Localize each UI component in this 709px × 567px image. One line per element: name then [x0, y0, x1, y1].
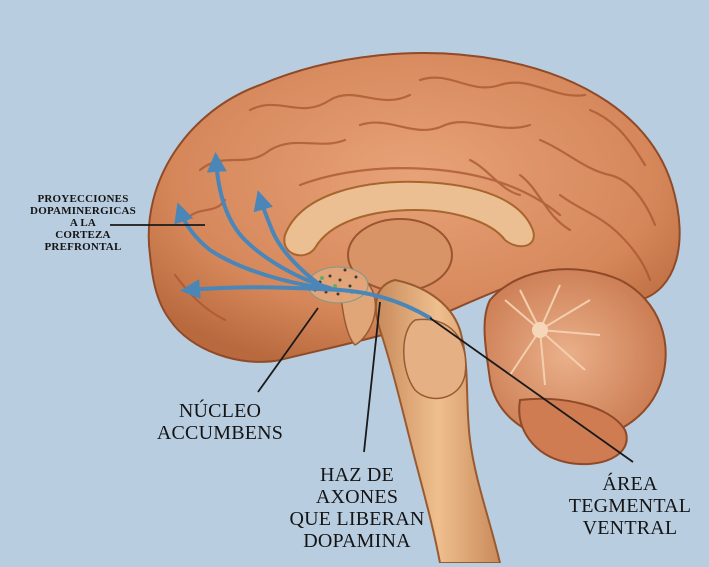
label-axons-line3: QUE LIBERAN: [272, 508, 442, 530]
label-projections-line5: PREFRONTAL: [8, 241, 158, 253]
label-projections-line3: A LA: [8, 217, 158, 229]
label-axons-line4: DOPAMINA: [272, 530, 442, 552]
label-projections-line1: PROYECCIONES: [8, 193, 158, 205]
label-projections-line2: DOPAMINERGICAS: [8, 205, 158, 217]
label-projections: PROYECCIONES DOPAMINERGICAS A LA CORTEZA…: [8, 193, 158, 253]
label-axons-line1: HAZ DE: [272, 464, 442, 486]
label-axons: HAZ DE AXONES QUE LIBERAN DOPAMINA: [272, 464, 442, 552]
label-axons-line2: AXONES: [272, 486, 442, 508]
label-vta: ÁREA TEGMENTAL VENTRAL: [560, 473, 700, 539]
label-vta-line1: ÁREA: [560, 473, 700, 495]
label-nucleus-accumbens: NÚCLEO ACCUMBENS: [150, 400, 290, 444]
label-nucleus-line1: NÚCLEO: [150, 400, 290, 422]
label-vta-line3: VENTRAL: [560, 517, 700, 539]
label-nucleus-line2: ACCUMBENS: [150, 422, 290, 444]
label-projections-line4: CORTEZA: [8, 229, 158, 241]
label-vta-line2: TEGMENTAL: [560, 495, 700, 517]
